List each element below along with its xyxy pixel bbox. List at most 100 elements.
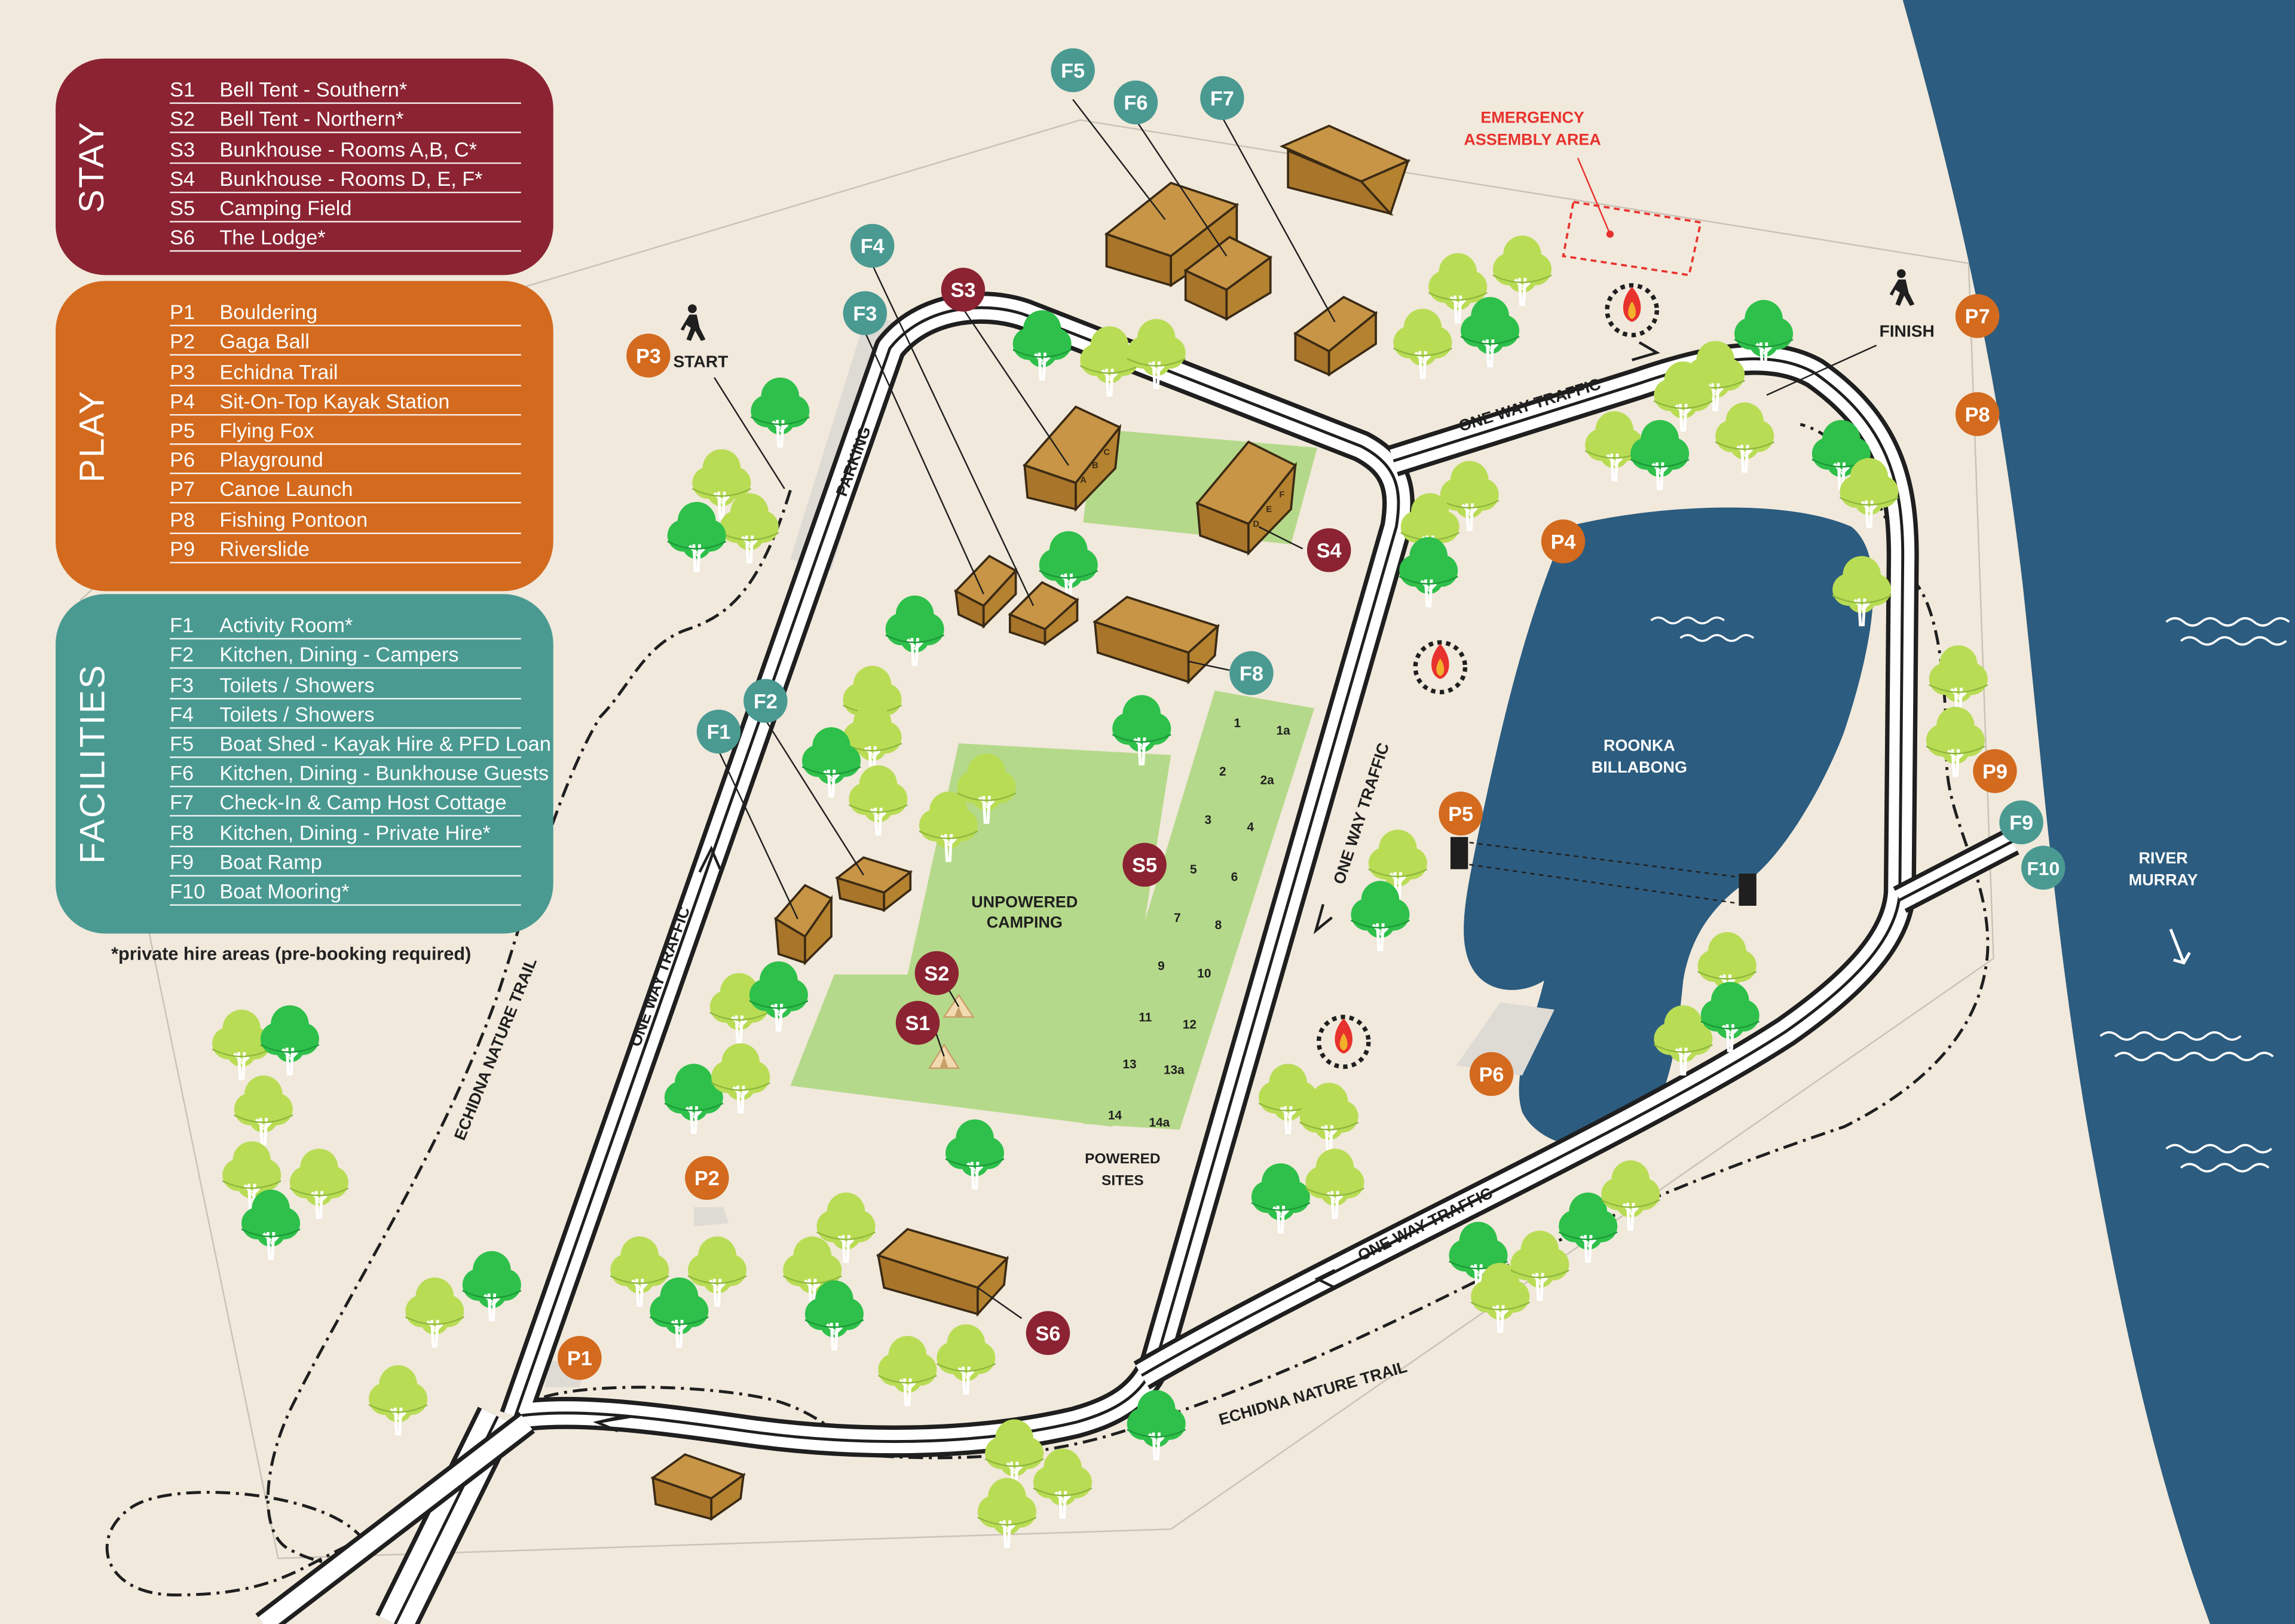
- tree-icon: [1630, 419, 1690, 491]
- tree-icon: [1715, 402, 1774, 473]
- legend-code: P7: [170, 477, 195, 501]
- svg-text:S6: S6: [1036, 1322, 1061, 1345]
- fire-pit-icon: [1316, 1015, 1371, 1069]
- legend-code: P4: [170, 388, 195, 413]
- legend-label: Bunkhouse - Rooms D, E, F*: [219, 166, 483, 190]
- tree-icon: [1470, 1263, 1530, 1334]
- marker-f6[interactable]: F6: [1113, 80, 1158, 125]
- tree-icon: [1926, 706, 1985, 777]
- marker-s4[interactable]: S4: [1306, 528, 1351, 572]
- svg-text:S1: S1: [905, 1012, 931, 1035]
- tree-icon: [462, 1251, 522, 1322]
- marker-f10[interactable]: F10: [2021, 845, 2066, 890]
- marker-f1[interactable]: F1: [696, 709, 741, 754]
- marker-f3[interactable]: F3: [843, 291, 888, 335]
- tree-icon: [1299, 1083, 1359, 1153]
- tree-icon: [1428, 253, 1488, 324]
- marker-p2[interactable]: P2: [685, 1156, 729, 1200]
- site-number: 2a: [1260, 774, 1275, 788]
- tree-icon: [1558, 1192, 1618, 1263]
- billabong-waves: [1650, 616, 1754, 642]
- marker-s2[interactable]: S2: [914, 951, 959, 995]
- legend-code: P1: [170, 300, 195, 324]
- legend-code: P9: [170, 537, 195, 560]
- marker-p5[interactable]: P5: [1439, 791, 1483, 836]
- tree-icon: [1697, 932, 1757, 1003]
- svg-text:F5: F5: [1061, 60, 1085, 82]
- svg-text:P9: P9: [1982, 761, 2008, 783]
- legend-label: Bunkhouse - Rooms A,B, C*: [219, 137, 478, 161]
- marker-s6[interactable]: S6: [1026, 1311, 1070, 1355]
- svg-text:P2: P2: [694, 1168, 720, 1190]
- legend-label: Bell Tent - Southern*: [219, 78, 408, 102]
- tree-icon: [750, 377, 810, 448]
- tree-icon: [919, 791, 978, 862]
- legend-code: S4: [170, 166, 195, 190]
- marker-p3[interactable]: P3: [626, 333, 671, 378]
- marker-s1[interactable]: S1: [895, 1001, 940, 1045]
- river-label-line2: MURRAY: [2129, 871, 2198, 889]
- walking-person-icon: [680, 304, 706, 341]
- private-hire-kitchen-building: [1092, 596, 1220, 685]
- legend-item-s4[interactable]: S4 Bunkhouse - Rooms D, E, F*: [170, 163, 521, 193]
- site-number: 5: [1190, 863, 1197, 877]
- marker-s5[interactable]: S5: [1122, 842, 1167, 887]
- marker-p1[interactable]: P1: [558, 1335, 602, 1380]
- tree-icon: [1079, 326, 1139, 397]
- site-number: 12: [1183, 1018, 1197, 1032]
- tree-icon: [368, 1365, 428, 1436]
- svg-text:S3: S3: [950, 279, 975, 302]
- svg-text:F2: F2: [754, 690, 778, 713]
- marker-p4[interactable]: P4: [1541, 519, 1586, 563]
- marker-f7[interactable]: F7: [1200, 76, 1244, 120]
- marker-s3[interactable]: S3: [941, 268, 986, 312]
- bunk-room-letter: B: [1092, 461, 1098, 471]
- legend-label: Fishing Pontoon: [219, 507, 368, 531]
- fire-pit-icon: [1605, 283, 1659, 338]
- svg-text:P6: P6: [1479, 1064, 1504, 1086]
- marker-f8[interactable]: F8: [1229, 651, 1274, 695]
- marker-p9[interactable]: P9: [1973, 749, 2017, 793]
- toilets-f4-building: [1008, 581, 1079, 646]
- bunkhouse-abc-building: [1023, 405, 1122, 512]
- tree-icon: [405, 1277, 464, 1348]
- echidna-nature-trail: [105, 422, 1990, 1597]
- unpowered-camping-label-line1: UNPOWERED: [971, 893, 1078, 911]
- site-number: 6: [1231, 870, 1238, 884]
- tree-icon: [1305, 1148, 1365, 1219]
- marker-f2[interactable]: F2: [743, 679, 788, 723]
- marker-f9[interactable]: F9: [1999, 800, 2043, 845]
- marker-f5[interactable]: F5: [1051, 48, 1095, 93]
- marker-p7[interactable]: P7: [1955, 294, 2000, 338]
- marker-p8[interactable]: P8: [1955, 392, 2000, 436]
- marker-p6[interactable]: P6: [1469, 1052, 1514, 1096]
- marker-f4[interactable]: F4: [850, 223, 895, 268]
